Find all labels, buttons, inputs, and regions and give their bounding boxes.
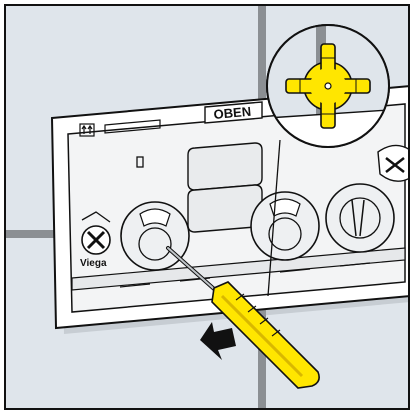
rotary-lock-right <box>377 144 409 182</box>
rotary-lock-icon <box>81 211 111 255</box>
small-slot <box>136 156 144 168</box>
opening-center <box>250 191 320 261</box>
screwdriver-icon <box>211 281 320 389</box>
top-rail <box>104 119 161 134</box>
cross-knob <box>285 43 371 129</box>
lower-rail-slots <box>119 262 371 288</box>
push-arrow-icon <box>200 322 236 360</box>
oben-tab <box>204 101 263 124</box>
diagram-border <box>4 4 410 410</box>
magnifier-leader-line <box>267 139 281 297</box>
opening-right <box>325 183 395 253</box>
oben-label: OBEN <box>213 104 252 122</box>
orientation-arrows-icon <box>79 123 95 137</box>
brand-label: Viega <box>80 258 107 269</box>
grout-line-horizontal <box>5 230 65 238</box>
center-recess-upper <box>187 142 263 191</box>
magnifier-inset <box>266 24 390 148</box>
